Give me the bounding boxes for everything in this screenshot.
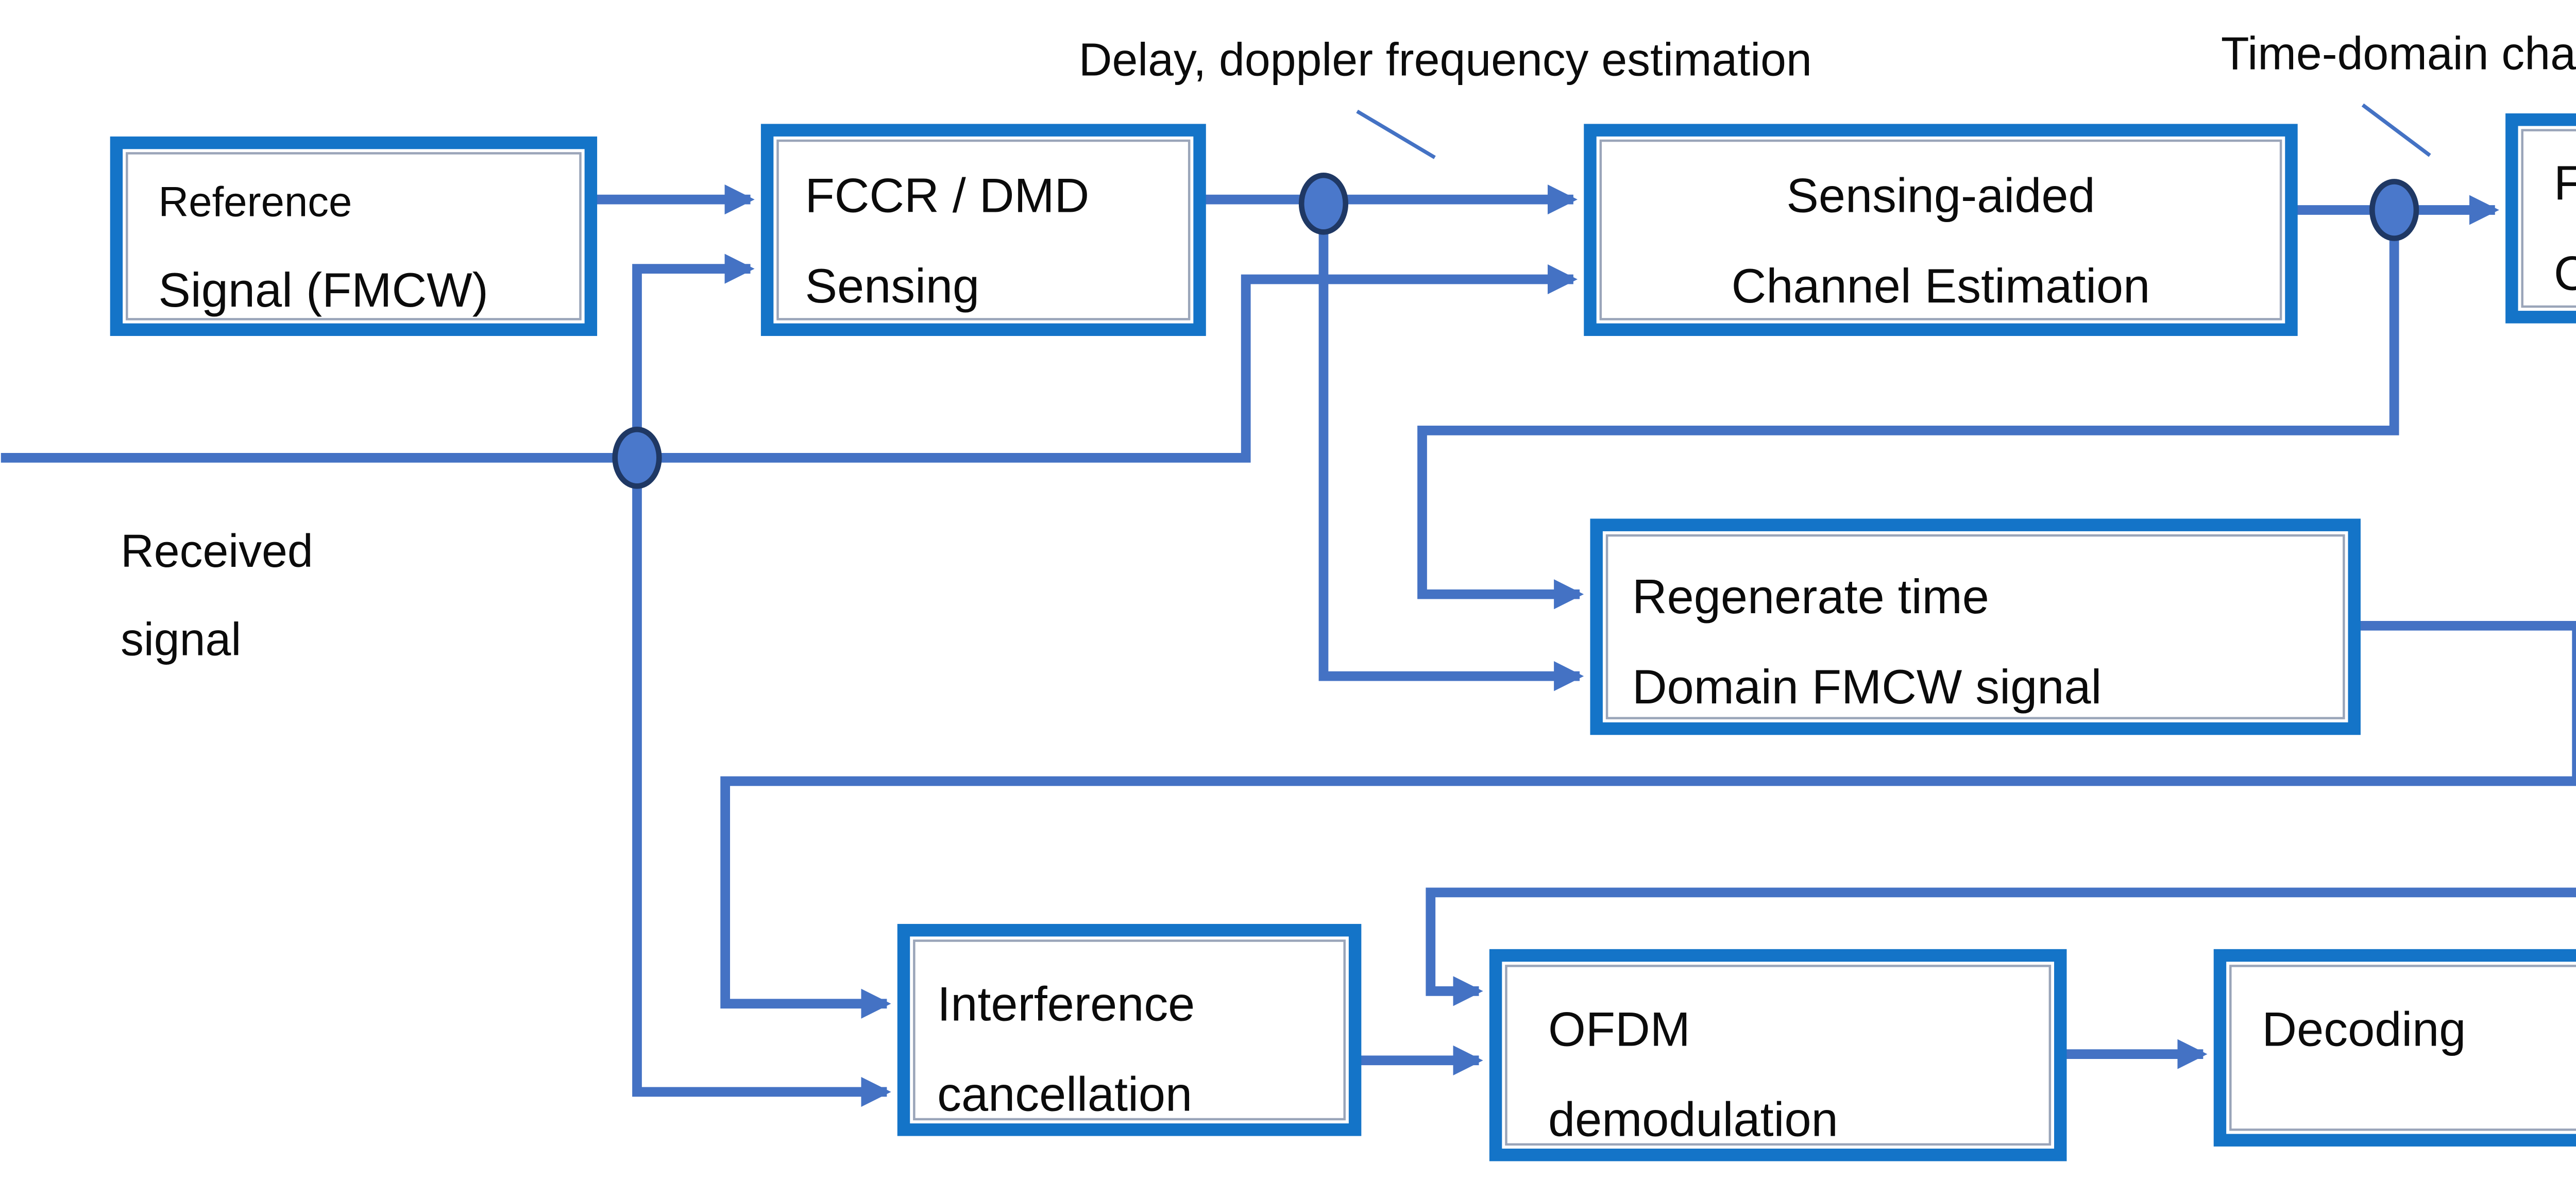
node-fccr-dmd-label-line1: FCCR / DMD (805, 169, 1089, 223)
node-decoding-label: Decoding (2262, 1002, 2466, 1056)
connector-frequency-domain-to-ofdm (1426, 887, 2576, 1006)
leader-tick-delay-doppler (1356, 109, 1436, 159)
node-frequency-domain-box-inner (2521, 129, 2576, 308)
node-sensing-aided-label-line1: Sensing-aided (1786, 169, 2095, 223)
node-reference-signal-label-line2: Signal (FMCW) (158, 263, 488, 317)
node-interference-label-line1: Interference (937, 977, 1195, 1031)
node-reference-signal-label-line1: Reference (158, 179, 352, 226)
annotation-time-domain: Time-domain channel estimation (2221, 27, 2576, 79)
node-frequency-domain-label-line2: Channel Estimation (2554, 246, 2576, 300)
node-ofdm-label-line1: OFDM (1548, 1002, 1690, 1056)
node-fccr-dmd-label-line2: Sensing (805, 259, 979, 313)
node-ofdm-box-inner (1505, 965, 2052, 1146)
node-decoding-box (2213, 949, 2576, 1147)
connector-regenerate-to-interference (720, 620, 2576, 1019)
node-regenerate-label-line1: Regenerate time (1632, 569, 1989, 624)
connector-time-domain-to-regenerate (1417, 210, 2399, 610)
leader-tick-time-domain (2361, 103, 2431, 157)
junction-sensing-aided-output (2369, 179, 2419, 241)
node-regenerate-box-inner (1605, 534, 2345, 719)
node-decoding-box-inner (2229, 965, 2576, 1131)
node-sensing-aided-label-line2: Channel Estimation (1732, 259, 2150, 313)
node-regenerate-box (1590, 518, 2361, 735)
node-sensing-aided-box (1584, 124, 2298, 336)
node-frequency-domain-box (2505, 113, 2576, 324)
node-fccr-dmd-box (760, 124, 1206, 336)
node-frequency-domain-label-line1: Frequency Domain (2554, 156, 2576, 210)
node-sensing-aided-box-inner (1599, 139, 2282, 321)
connector-fccr-junction-to-regenerate (1318, 199, 1584, 692)
annotation-received-signal-line2: signal (121, 613, 241, 665)
connector-received-to-interference (632, 458, 891, 1107)
node-ofdm-box (1489, 949, 2067, 1162)
connector-received-to-fccr (632, 254, 755, 458)
node-ofdm-label-line2: demodulation (1548, 1092, 1838, 1147)
node-regenerate-label-line2: Domain FMCW signal (1632, 660, 2102, 714)
junction-received-signal (612, 427, 662, 489)
node-interference-box (897, 923, 1362, 1136)
annotation-received-signal-line1: Received (121, 525, 313, 577)
junction-fccr-output (1298, 172, 1349, 235)
node-reference-signal-box (110, 136, 598, 336)
node-fccr-dmd-box-inner (776, 139, 1191, 321)
node-interference-box-inner (913, 939, 1346, 1121)
node-interference-label-line2: cancellation (937, 1067, 1192, 1121)
node-reference-signal-box-inner (126, 152, 582, 321)
annotation-delay-doppler: Delay, doppler frequency estimation (1079, 34, 1812, 86)
